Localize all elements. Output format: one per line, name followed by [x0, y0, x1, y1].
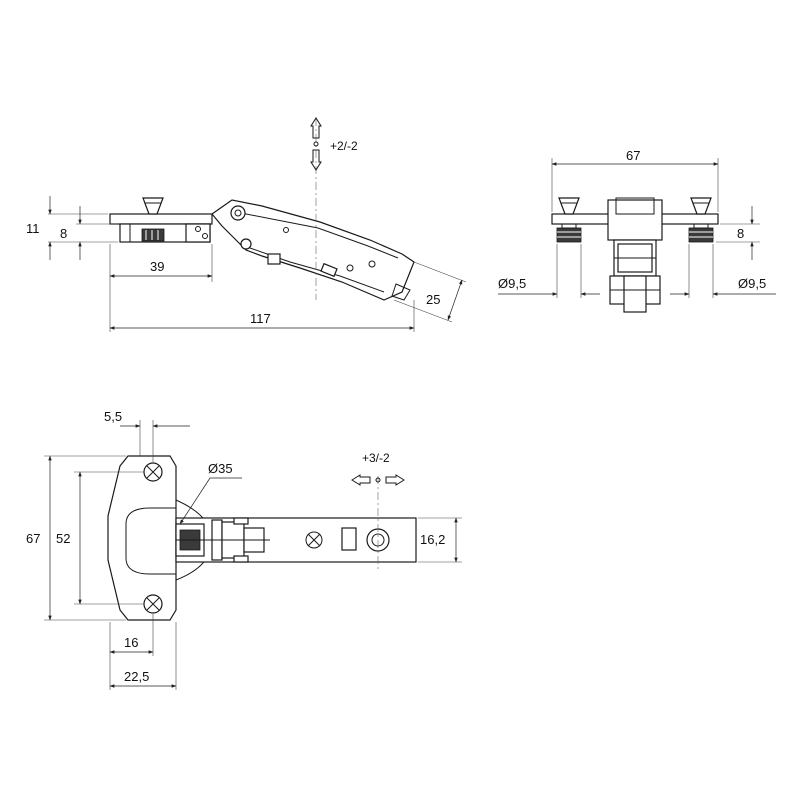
- dim-39: 39: [150, 259, 164, 274]
- adjust-horizontal-label: +3/-2: [362, 451, 390, 465]
- dowel-side: [141, 228, 165, 242]
- side-view: +2/-2 11 8 39 117 25: [26, 117, 467, 332]
- adjust-vertical-label: +2/-2: [330, 139, 358, 153]
- dim-117: 117: [250, 311, 271, 326]
- front-screw-left: [558, 197, 580, 215]
- top-plate: [107, 455, 177, 621]
- top-view: +3/-2 5,5 Ø35 67 52 16,2 16 22: [26, 409, 462, 690]
- front-view: 67 8 Ø9,5 Ø9,5: [498, 148, 776, 313]
- mounting-plate: [109, 213, 213, 225]
- dim-52: 52: [56, 531, 70, 546]
- dim-22-5: 22,5: [124, 669, 149, 684]
- dim-67-top: 67: [26, 531, 40, 546]
- front-center-body: [607, 199, 663, 241]
- dim-8-front: 8: [737, 226, 744, 241]
- screw-side: [142, 197, 164, 215]
- adjust-vertical-arrow-icon: [310, 117, 322, 139]
- dim-dowel-left: Ø9,5: [498, 276, 526, 291]
- dim-8-side: 8: [60, 226, 67, 241]
- dim-16: 16: [124, 635, 138, 650]
- dim-16-2: 16,2: [420, 532, 445, 547]
- front-dowel-left: [556, 227, 582, 243]
- dim-25: 25: [426, 292, 440, 307]
- dim-dowel-right: Ø9,5: [738, 276, 766, 291]
- adjust-horizontal-arrow-icon: [351, 474, 371, 486]
- front-screw-right: [690, 197, 712, 215]
- dim-11: 11: [26, 221, 40, 236]
- dim-5-5: 5,5: [104, 409, 122, 424]
- dim-67-front: 67: [626, 148, 640, 163]
- front-dowel-right: [688, 227, 714, 243]
- dim-cup: Ø35: [208, 461, 233, 476]
